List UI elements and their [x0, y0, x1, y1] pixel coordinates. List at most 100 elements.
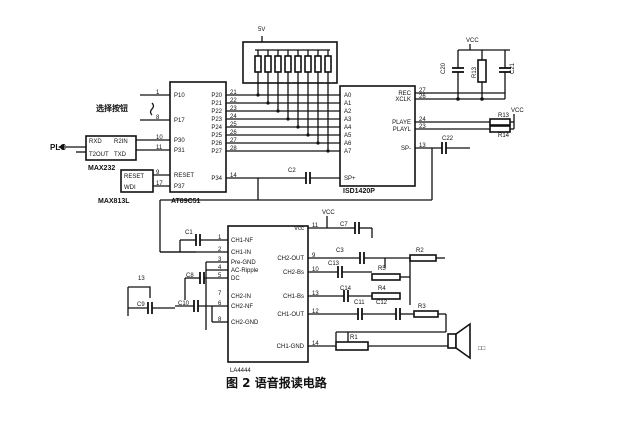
isd-right-pin-SP-: SP- [401, 146, 411, 152]
plc-arrow-icon [58, 144, 64, 150]
isd-right-pin-REC: REC [398, 91, 411, 97]
amp-right-pin-num: 9 [312, 253, 316, 259]
amp-left-pin-num: 8 [218, 317, 222, 323]
mcu-right-pin-num: 23 [230, 106, 237, 112]
svg-text:R13: R13 [472, 66, 478, 78]
amp-left-pin-CH2-NF: CH2-NF [231, 304, 253, 310]
amp-right-pin-Vcc: Vcc [294, 226, 304, 232]
mcu-left-pin-num: 11 [156, 145, 163, 151]
mcu-left-pin-P30: P30 [174, 138, 185, 144]
mcu-right-pin-P27: P27 [211, 149, 222, 155]
mcu-right-pin-P24: P24 [211, 125, 222, 131]
mcu-name: AT89C51 [171, 198, 201, 205]
pack-resistor [254, 55, 262, 73]
plc-label: PLC [50, 143, 66, 152]
figure-caption: 图 2 语音报读电路 [226, 375, 328, 390]
max813-chip: RESET WDI MAX813L [98, 169, 170, 205]
isd-left-pin-A5: A5 [344, 133, 352, 139]
pack-resistor [314, 55, 322, 73]
isd-right-pin-num: 24 [419, 117, 426, 123]
amp-left-pin-num: 3 [218, 257, 222, 263]
svg-text:VCC: VCC [322, 210, 335, 216]
amp-left-pin-num: 5 [218, 273, 222, 279]
svg-text:R1: R1 [350, 335, 358, 341]
mcu-right-pin-num: 22 [230, 98, 237, 104]
pack-resistor [274, 55, 282, 73]
mcu-right-pin-num: 21 [230, 90, 237, 96]
mcu-left-pin-num: 10 [156, 135, 163, 141]
svg-text:T2OUT: T2OUT [89, 152, 109, 158]
la4444-chip: LA4444 CH1-NF1CH1-IN2Pre-GND3AC-Ripple4D… [160, 223, 319, 374]
mcu-right-pin-P34: P34 [211, 176, 222, 182]
v5-label: 5V [258, 27, 265, 33]
svg-text:C11: C11 [354, 300, 365, 306]
svg-text:R13: R13 [498, 113, 510, 119]
speaker-icon [447, 322, 471, 360]
mcu-right-pin-P26: P26 [211, 141, 222, 147]
mcu-right-pin-P21: P21 [211, 101, 222, 107]
amp-left-pin-num: 1 [218, 235, 222, 241]
mcu-right-pin-num: 24 [230, 114, 237, 120]
amp-name: LA4444 [230, 368, 251, 374]
amp-left-pin-num: 4 [218, 265, 222, 271]
amp-left-pin-num: 7 [218, 291, 222, 297]
svg-text:R14: R14 [498, 133, 510, 139]
mcu-right-pin-P22: P22 [211, 109, 222, 115]
svg-text:C1: C1 [185, 230, 193, 236]
pack-resistor [294, 55, 302, 73]
mcu-right-pin-P20: P20 [211, 93, 222, 99]
select-button-label: 选择按钮 [96, 103, 128, 113]
amp-right-pin-CH1-GND: CH1-GND [277, 344, 305, 350]
isd-left-pin-SP+: SP+ [344, 176, 356, 182]
amp-left-pin-CH1-NF: CH1-NF [231, 238, 253, 244]
svg-text:WDI: WDI [124, 185, 136, 191]
isd-left-pin-A3: A3 [344, 117, 352, 123]
isd-left-pin-A4: A4 [344, 125, 352, 131]
amp-left-pin-num: 6 [218, 301, 222, 307]
svg-text:C12: C12 [376, 300, 388, 306]
svg-text:C2: C2 [288, 168, 296, 174]
pack-resistor [284, 55, 292, 73]
svg-text:C8: C8 [186, 273, 194, 279]
svg-text:C3: C3 [336, 248, 344, 254]
amp-left-network: C1 C8 13 C9 C10 [127, 230, 228, 323]
mcu-right-pin-num: 26 [230, 130, 237, 136]
mcu-right-pin-P23: P23 [211, 117, 222, 123]
amp-left-pin-AC-Ripple: AC-Ripple [231, 268, 259, 274]
amp-right-pin-CH2-OUT: CH2-OUT [277, 256, 304, 262]
isd-left-pin-A2: A2 [344, 109, 352, 115]
amp-left-pin-CH2-GND: CH2-GND [231, 320, 259, 326]
amp-left-pin-CH2-IN: CH2-IN [231, 294, 251, 300]
mcu-left-pin-P10: P10 [174, 93, 185, 99]
svg-text:C20: C20 [441, 62, 447, 74]
amp-right-pin-CH2-Bs: CH2-Bs [283, 270, 304, 276]
svg-text:VCC: VCC [511, 108, 524, 114]
svg-text:RESET: RESET [124, 174, 144, 180]
amp-left-pin-Pre-GND: Pre-GND [231, 260, 256, 266]
mcu-left-pin-RESET: RESET [174, 173, 194, 179]
mcu-right-pin-num: 25 [230, 122, 237, 128]
svg-text:R2IN: R2IN [114, 139, 128, 145]
amp-right-pin-num: 14 [312, 341, 319, 347]
mcu-left-pin-P37: P37 [174, 184, 185, 190]
isd-right-pin-num: 26 [419, 94, 426, 100]
isd-left-pin-A0: A0 [344, 93, 352, 99]
svg-text:RXD: RXD [89, 139, 102, 145]
mcu-left-pin-P17: P17 [174, 118, 185, 124]
isd-right-network: VCC C20 R13 C21 VCC R13 R14 [258, 38, 524, 201]
amp-left-pin-num: 2 [218, 247, 222, 253]
max232-name: MAX232 [88, 165, 115, 172]
isd-right-pin-PLAYL: PLAYL [393, 127, 412, 133]
amp-right-pin-num: 12 [312, 309, 319, 315]
left-signals: 选择按钮 PLC [50, 103, 128, 153]
resistor-network: 5V [242, 27, 338, 84]
mcu-right-pin-num: 27 [230, 138, 237, 144]
amp-right-pin-num: 13 [312, 291, 319, 297]
amp-left-pin-CH1-IN: CH1-IN [231, 250, 251, 256]
isd-left-pin-A7: A7 [344, 149, 352, 155]
isd-right-pin-num: 13 [419, 143, 426, 149]
svg-text:R4: R4 [378, 286, 386, 292]
amp-right-pin-num: 10 [312, 267, 319, 273]
